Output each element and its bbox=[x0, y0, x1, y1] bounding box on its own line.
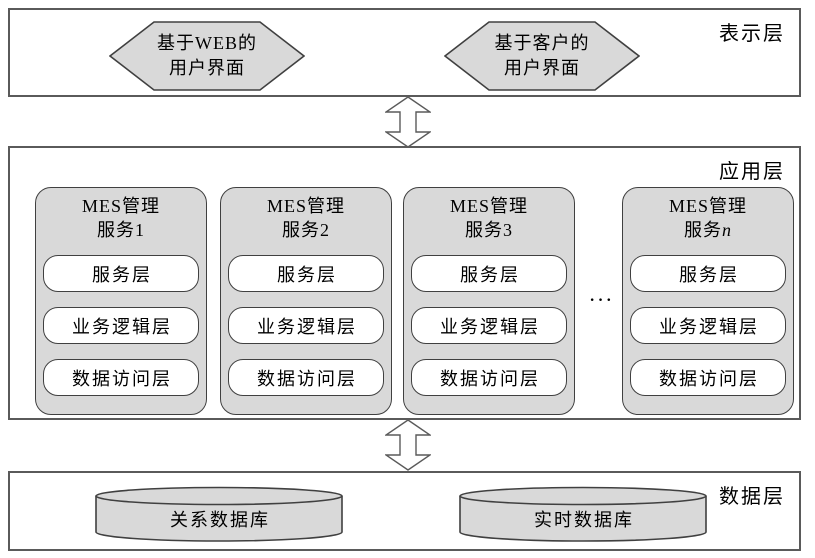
mes-service-card-2: MES管理 服务2 服务层 业务逻辑层 数据访问层 bbox=[220, 187, 392, 415]
mes-service-title: MES管理 服务2 bbox=[266, 196, 345, 240]
sublayer-box-service: 服务层 bbox=[630, 255, 786, 292]
data-layer-label: 数据层 bbox=[719, 486, 785, 508]
presentation-layer-band: 表示层 基于WEB的 用户界面 基于客户的 用户界面 bbox=[8, 8, 801, 97]
relational-database-label: 关系数据库 bbox=[170, 510, 270, 530]
ellipsis: ··· bbox=[588, 287, 614, 312]
mes-service-title: MES管理 服务1 bbox=[81, 196, 160, 240]
client-ui-node-label: 基于客户的 用户界面 bbox=[494, 33, 590, 78]
application-layer-label: 应用层 bbox=[719, 161, 785, 183]
sublayer-box-logic: 业务逻辑层 bbox=[630, 307, 786, 344]
sublayer-box-data-access: 数据访问层 bbox=[630, 359, 786, 396]
mes-service-card-1: MES管理 服务1 服务层 业务逻辑层 数据访问层 bbox=[35, 187, 207, 415]
mes-service-title: MES管理 服务3 bbox=[449, 196, 528, 240]
data-layer-band: 数据层 关系数据库 实时数据库 bbox=[8, 471, 801, 551]
sublayer-box-service: 服务层 bbox=[228, 255, 384, 292]
web-ui-node: 基于WEB的 用户界面 bbox=[109, 21, 305, 91]
presentation-layer-label: 表示层 bbox=[719, 23, 785, 45]
sublayer-box-data-access: 数据访问层 bbox=[43, 359, 199, 396]
mes-service-card-n: MES管理 服务n 服务层 业务逻辑层 数据访问层 bbox=[622, 187, 794, 415]
client-ui-node: 基于客户的 用户界面 bbox=[444, 21, 640, 91]
sublayer-box-data-access: 数据访问层 bbox=[228, 359, 384, 396]
mes-service-card-3: MES管理 服务3 服务层 业务逻辑层 数据访问层 bbox=[403, 187, 575, 415]
sublayer-box-service: 服务层 bbox=[43, 255, 199, 292]
application-layer-band: 应用层 MES管理 服务1 服务层 业务逻辑层 数据访问层 MES管理 服务2 … bbox=[8, 146, 801, 420]
sublayer-box-service: 服务层 bbox=[411, 255, 567, 292]
mes-service-title: MES管理 服务n bbox=[668, 196, 747, 240]
sublayer-box-logic: 业务逻辑层 bbox=[43, 307, 199, 344]
realtime-database-node: 实时数据库 bbox=[459, 486, 707, 542]
realtime-database-label: 实时数据库 bbox=[534, 510, 634, 530]
updown-arrow-icon bbox=[383, 96, 433, 148]
updown-arrow-icon bbox=[383, 419, 433, 471]
sublayer-box-data-access: 数据访问层 bbox=[411, 359, 567, 396]
sublayer-box-logic: 业务逻辑层 bbox=[228, 307, 384, 344]
relational-database-node: 关系数据库 bbox=[95, 486, 343, 542]
sublayer-box-logic: 业务逻辑层 bbox=[411, 307, 567, 344]
web-ui-node-label: 基于WEB的 用户界面 bbox=[157, 33, 257, 78]
